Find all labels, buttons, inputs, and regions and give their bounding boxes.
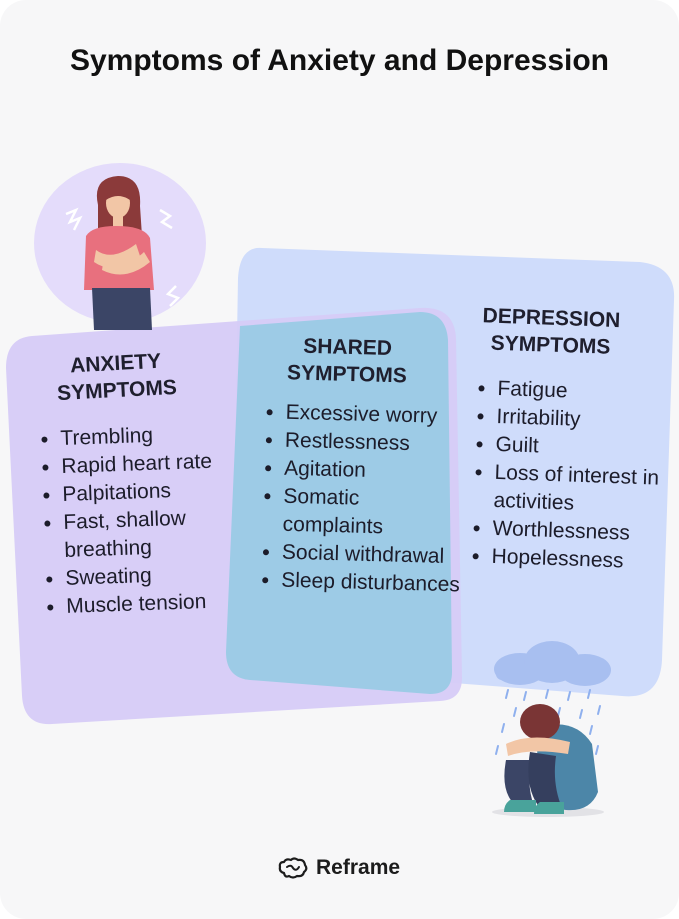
anxiety-heading: ANXIETY SYMPTOMS: [56, 349, 178, 406]
list-item: Sleep disturbances: [281, 567, 464, 600]
shared-heading: SHARED SYMPTOMS: [286, 334, 408, 388]
list-item: Loss of interest in activities: [493, 459, 679, 522]
shared-overlap: [226, 312, 452, 694]
brand-logo: Reframe: [278, 852, 400, 884]
brand-name: Reframe: [316, 856, 401, 879]
shared-symptom-list: Excessive worry Restlessness Agitation S…: [253, 398, 468, 599]
list-item: Somatic complaints: [282, 483, 465, 544]
anxious-woman-illustration: [34, 163, 206, 330]
page-title: Symptoms of Anxiety and Depression: [69, 44, 609, 77]
anxiety-symptom-list: Trembling Rapid heart rate Palpitations …: [32, 418, 267, 622]
depression-symptom-list: Fatigue Irritability Guilt Loss of inter…: [463, 374, 679, 577]
sad-person-illustration: [492, 641, 611, 817]
brain-icon: [278, 857, 308, 879]
depression-heading: DEPRESSION SYMPTOMS: [482, 304, 621, 359]
list-item: Fast, shallow breathing: [63, 502, 265, 565]
